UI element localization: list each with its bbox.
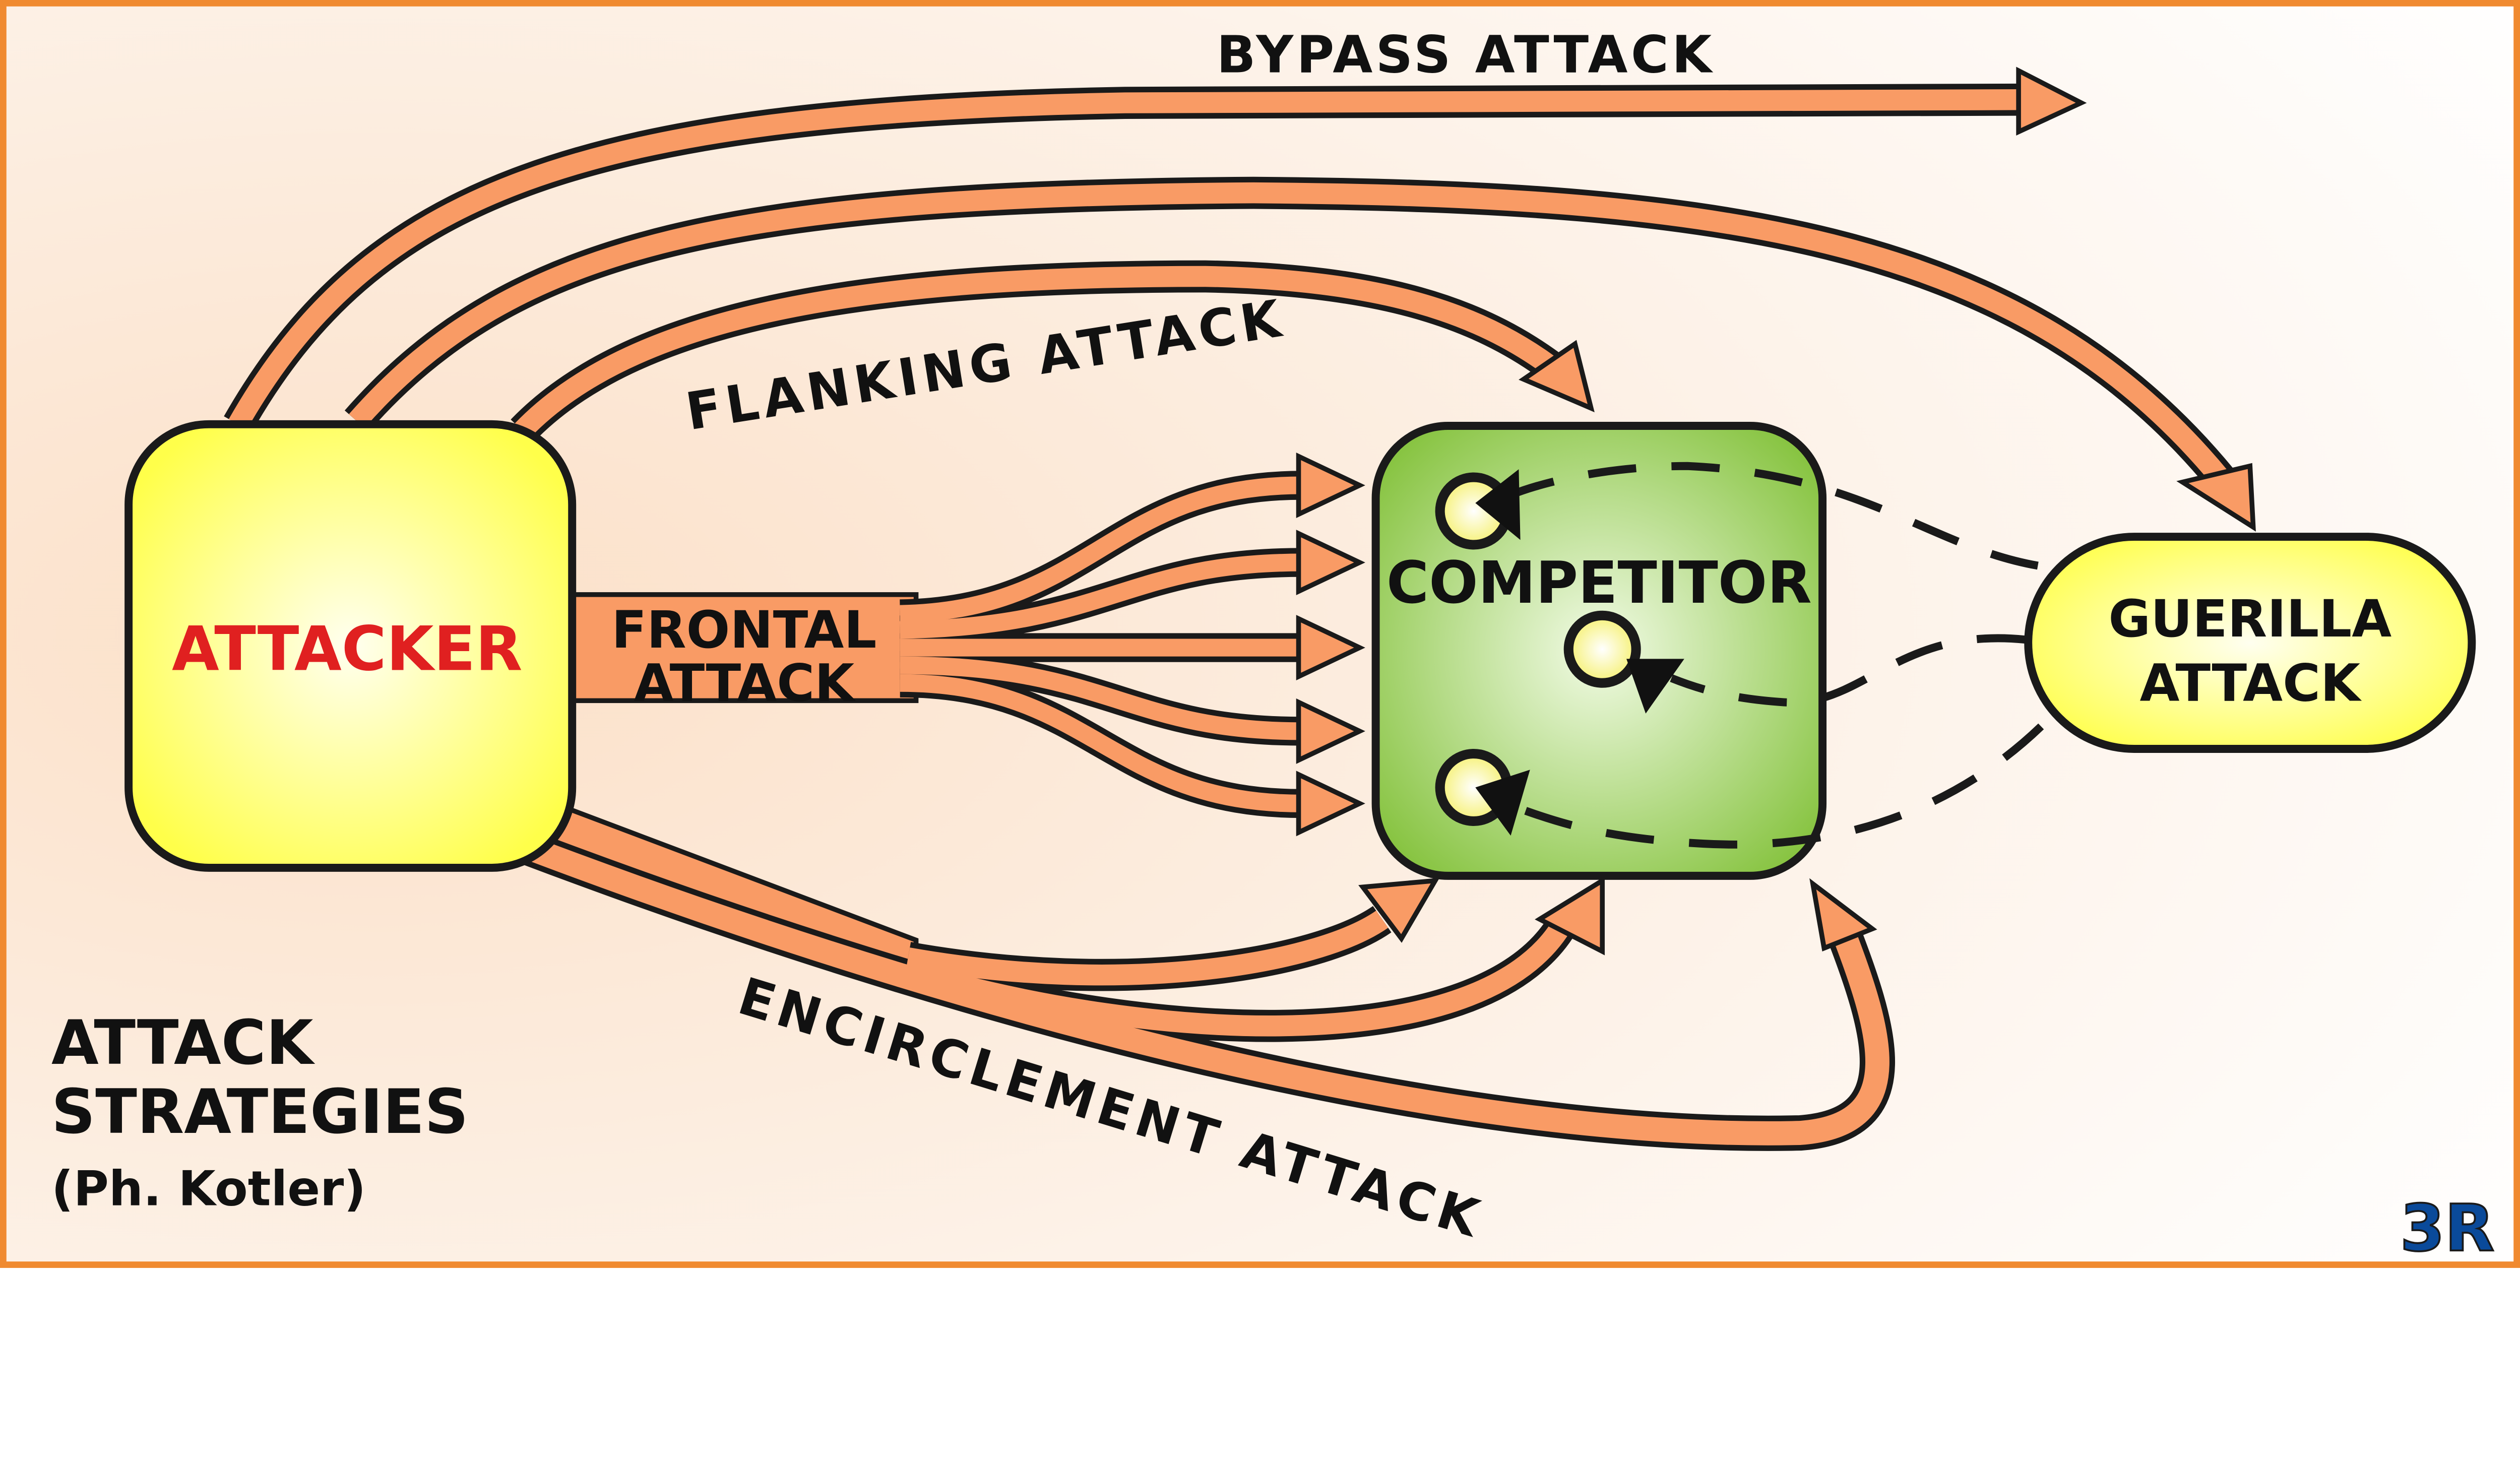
frontal-arrows bbox=[560, 453, 1365, 837]
bypass-arrow bbox=[224, 67, 2087, 432]
guerilla-arrow bbox=[344, 176, 2256, 532]
guerilla-label-line1: GUERILLA bbox=[2108, 589, 2391, 649]
title-line2: STRATEGIES bbox=[51, 1076, 469, 1148]
guerilla-node: GUERILLA ATTACK bbox=[2024, 533, 2476, 753]
attacker-node: ATTACKER bbox=[124, 420, 577, 872]
bypass-label: BYPASS ATTACK bbox=[1217, 25, 1715, 85]
frontal-label-line1: FRONTAL bbox=[611, 600, 876, 660]
flanking-arrow bbox=[511, 260, 1595, 442]
encirclement-arrows bbox=[524, 800, 1895, 1151]
target-circles bbox=[1435, 469, 1684, 836]
3r-logo: 3R bbox=[2400, 1191, 2494, 1266]
competitor-label: COMPETITOR bbox=[1387, 549, 1812, 617]
guerilla-dashed-paths bbox=[1509, 462, 2044, 849]
attack-strategies-diagram: ATTACKER GUERILLA ATTACK COMPETITOR BYPA… bbox=[0, 0, 2520, 1268]
frontal-label-line2: ATTACK bbox=[634, 653, 857, 713]
attacker-label: ATTACKER bbox=[172, 614, 523, 685]
subtitle: (Ph. Kotler) bbox=[51, 1161, 366, 1217]
guerilla-label-line2: ATTACK bbox=[2139, 653, 2362, 713]
title-line1: ATTACK bbox=[51, 1007, 316, 1078]
